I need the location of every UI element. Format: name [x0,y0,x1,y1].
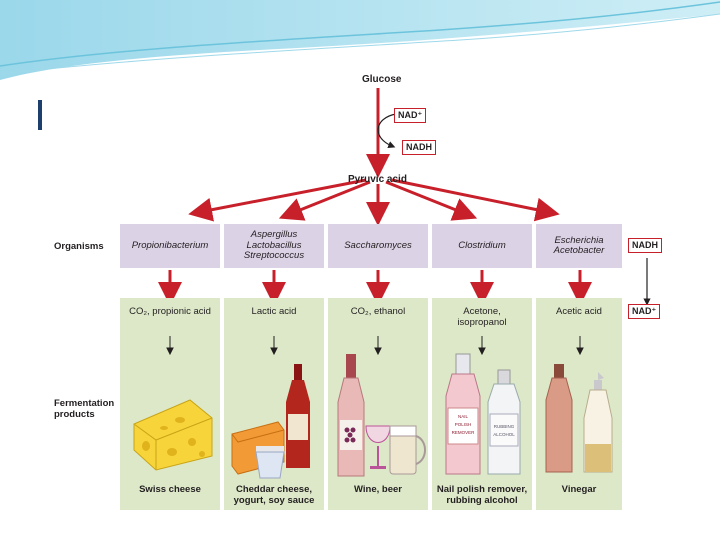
nail-polish-label-3: REMOVER [452,430,476,435]
fermentation-diagram: Glucose NAD⁺ NADH Pyruvic acid Organisms… [40,58,678,516]
rubbing-alcohol-label-2: ALCOHOL [493,432,515,437]
swiss-cheese-icon [133,399,213,471]
rubbing-alcohol-label: RUBBING [494,424,515,429]
organism-cell-2: Aspergillus Lactobacillus Streptococcus [224,224,324,268]
product-chemical-3: CO₂, ethanol [350,306,406,317]
product-food-2: Cheddar cheese, yogurt, soy sauce [233,484,315,506]
cheddar-yogurt-soysauce-icon [231,364,310,479]
glucose-label: Glucose [362,74,402,85]
product-food-1: Swiss cheese [139,484,201,495]
organisms-label: Organisms [54,241,104,252]
nail-polish-remover-alcohol-icon: NAIL POLISH REMOVER RUBBING ALCOHOL [445,353,521,475]
product-food-3: Wine, beer [354,484,402,495]
nail-polish-label-2: POLISH [455,422,472,427]
arrow-to-col5 [391,178,560,222]
organism-name: Propionibacterium [131,239,209,251]
nad-reduction-curve [377,113,397,149]
arrow-to-col4 [385,180,478,221]
organism-name: Clostridium [458,239,506,251]
side-nad-plus-box: NAD⁺ [628,304,661,319]
product-chemical-4-text: Acetone, isopropanol [457,306,507,328]
side-nadh-box: NADH [628,238,662,253]
nail-polish-label: NAIL [458,414,469,419]
wine-beer-icon [337,354,426,477]
organism-cell-3: Saccharomyces [328,224,428,268]
header-swoosh [0,0,720,80]
product-chemical-1: CO₂, propionic acid [129,306,211,317]
nad-plus-box: NAD⁺ [394,108,427,123]
arrow-to-col2 [278,180,371,221]
organism-name: Saccharomyces [344,239,412,251]
product-chemical-2: Lactic acid [251,306,297,317]
product-chemical-4: Acetone, isopropanol [432,306,532,328]
pyruvic-acid-label: Pyruvic acid [348,174,407,185]
product-cell-1 [120,298,220,510]
product-chemical-5: Acetic acid [556,306,602,317]
arrow-to-col1 [188,178,367,222]
organism-cell-4: Clostridium [432,224,532,268]
fermentation-products-label: Fermentation products [54,398,115,420]
vinegar-icon [545,364,613,473]
organism-cell-1: Propionibacterium [120,224,220,268]
title-accent-bar [38,100,42,130]
diagram-arrows [158,88,651,306]
organism-name: Aspergillus Lactobacillus Streptococcus [243,229,305,262]
nadh-box: NADH [402,140,436,155]
product-food-4: Nail polish remover, rubbing alcohol [436,484,528,506]
organism-name: Escherichia Acetobacter [553,234,605,256]
product-food-5: Vinegar [561,484,597,495]
organism-cell-5: Escherichia Acetobacter [536,224,622,268]
